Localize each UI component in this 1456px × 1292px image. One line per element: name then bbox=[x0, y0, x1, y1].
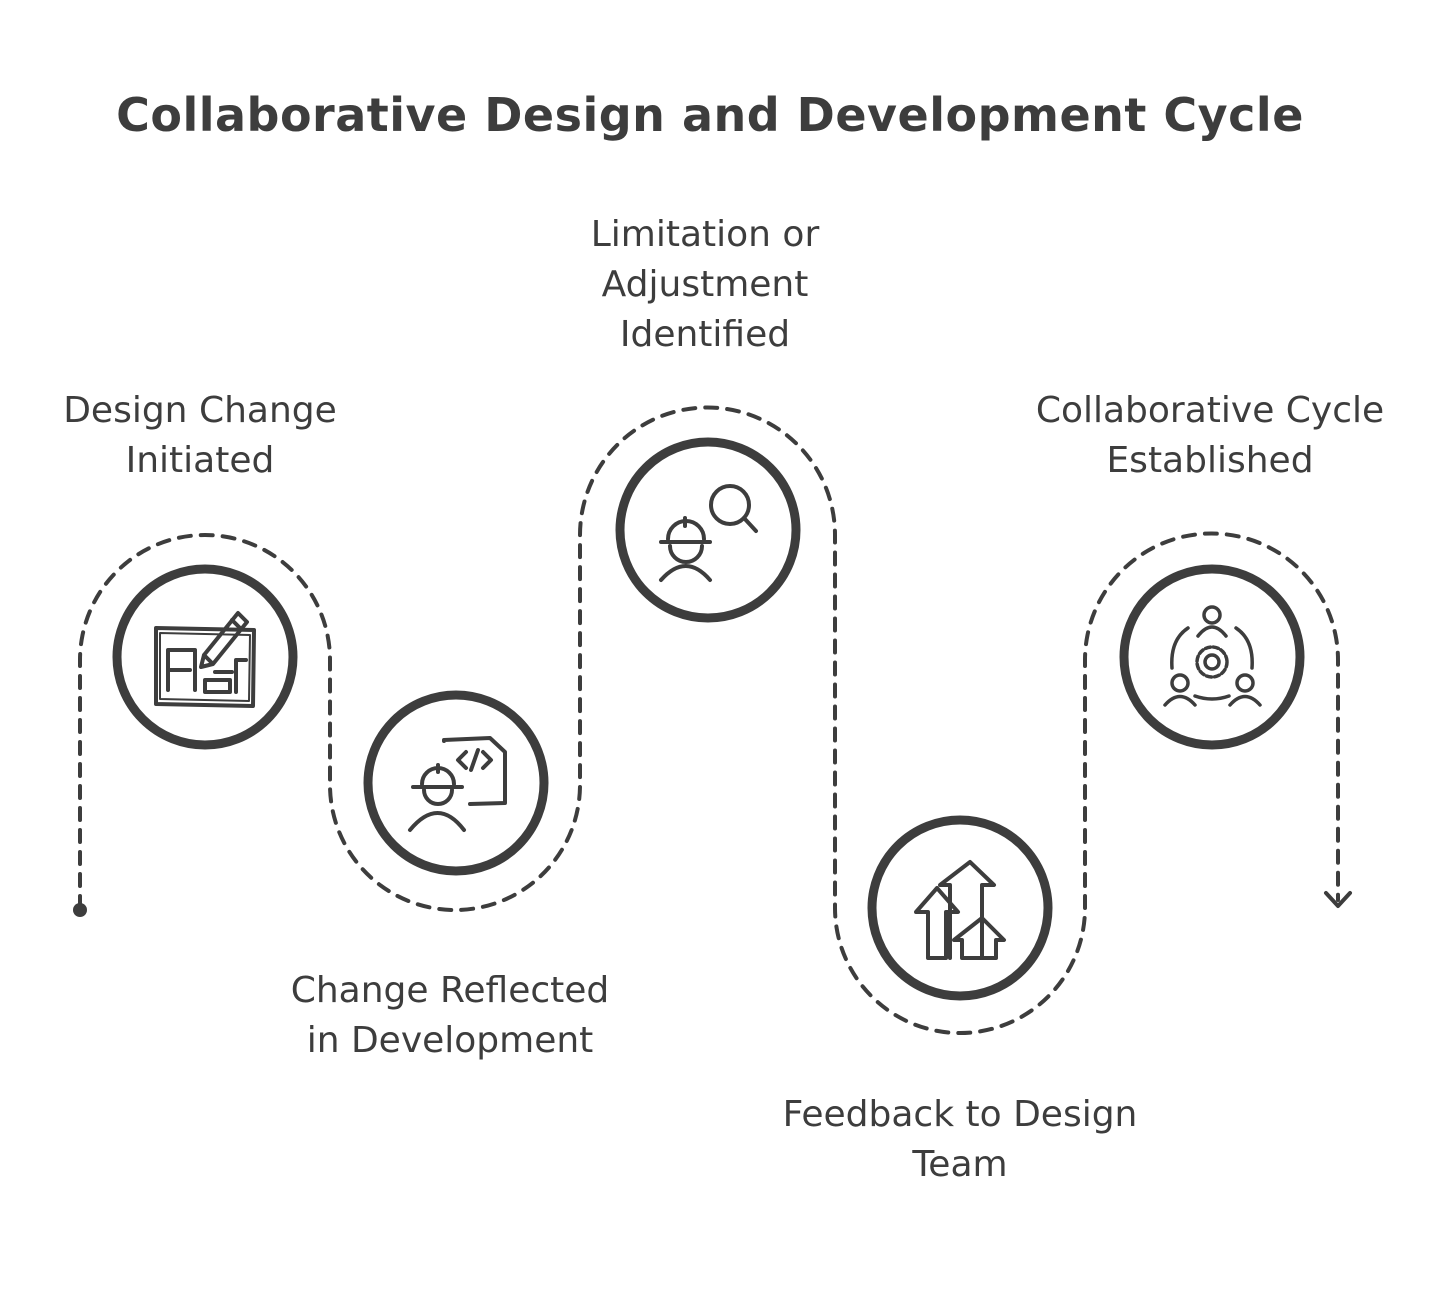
step-label-limitation: Limitation or Adjustment Identified bbox=[590, 214, 820, 355]
developer-code-icon bbox=[408, 736, 507, 832]
step-label-design-change: Design Change Initiated bbox=[63, 390, 337, 481]
team-gear-icon bbox=[1163, 605, 1262, 707]
arrows-up-icon bbox=[914, 860, 1006, 960]
node-circle-2 bbox=[363, 690, 549, 876]
node-circle-3 bbox=[615, 437, 801, 623]
node-circle-5 bbox=[1119, 564, 1305, 750]
step-label-feedback: Feedback to Design Team bbox=[782, 1094, 1138, 1185]
path-end-arrow-icon bbox=[1324, 891, 1352, 908]
node-circle-4 bbox=[867, 815, 1053, 1001]
step-label-change-reflected: Change Reflected in Development bbox=[290, 970, 610, 1061]
step-label-collaborative-cycle: Collaborative Cycle Established bbox=[1035, 390, 1385, 481]
inspector-search-icon bbox=[659, 484, 758, 582]
blueprint-pencil-icon bbox=[154, 611, 256, 708]
dashed-flow-path bbox=[78, 405, 1340, 1035]
path-start-dot bbox=[73, 903, 87, 917]
diagram-title: Collaborative Design and Development Cyc… bbox=[116, 88, 1304, 142]
